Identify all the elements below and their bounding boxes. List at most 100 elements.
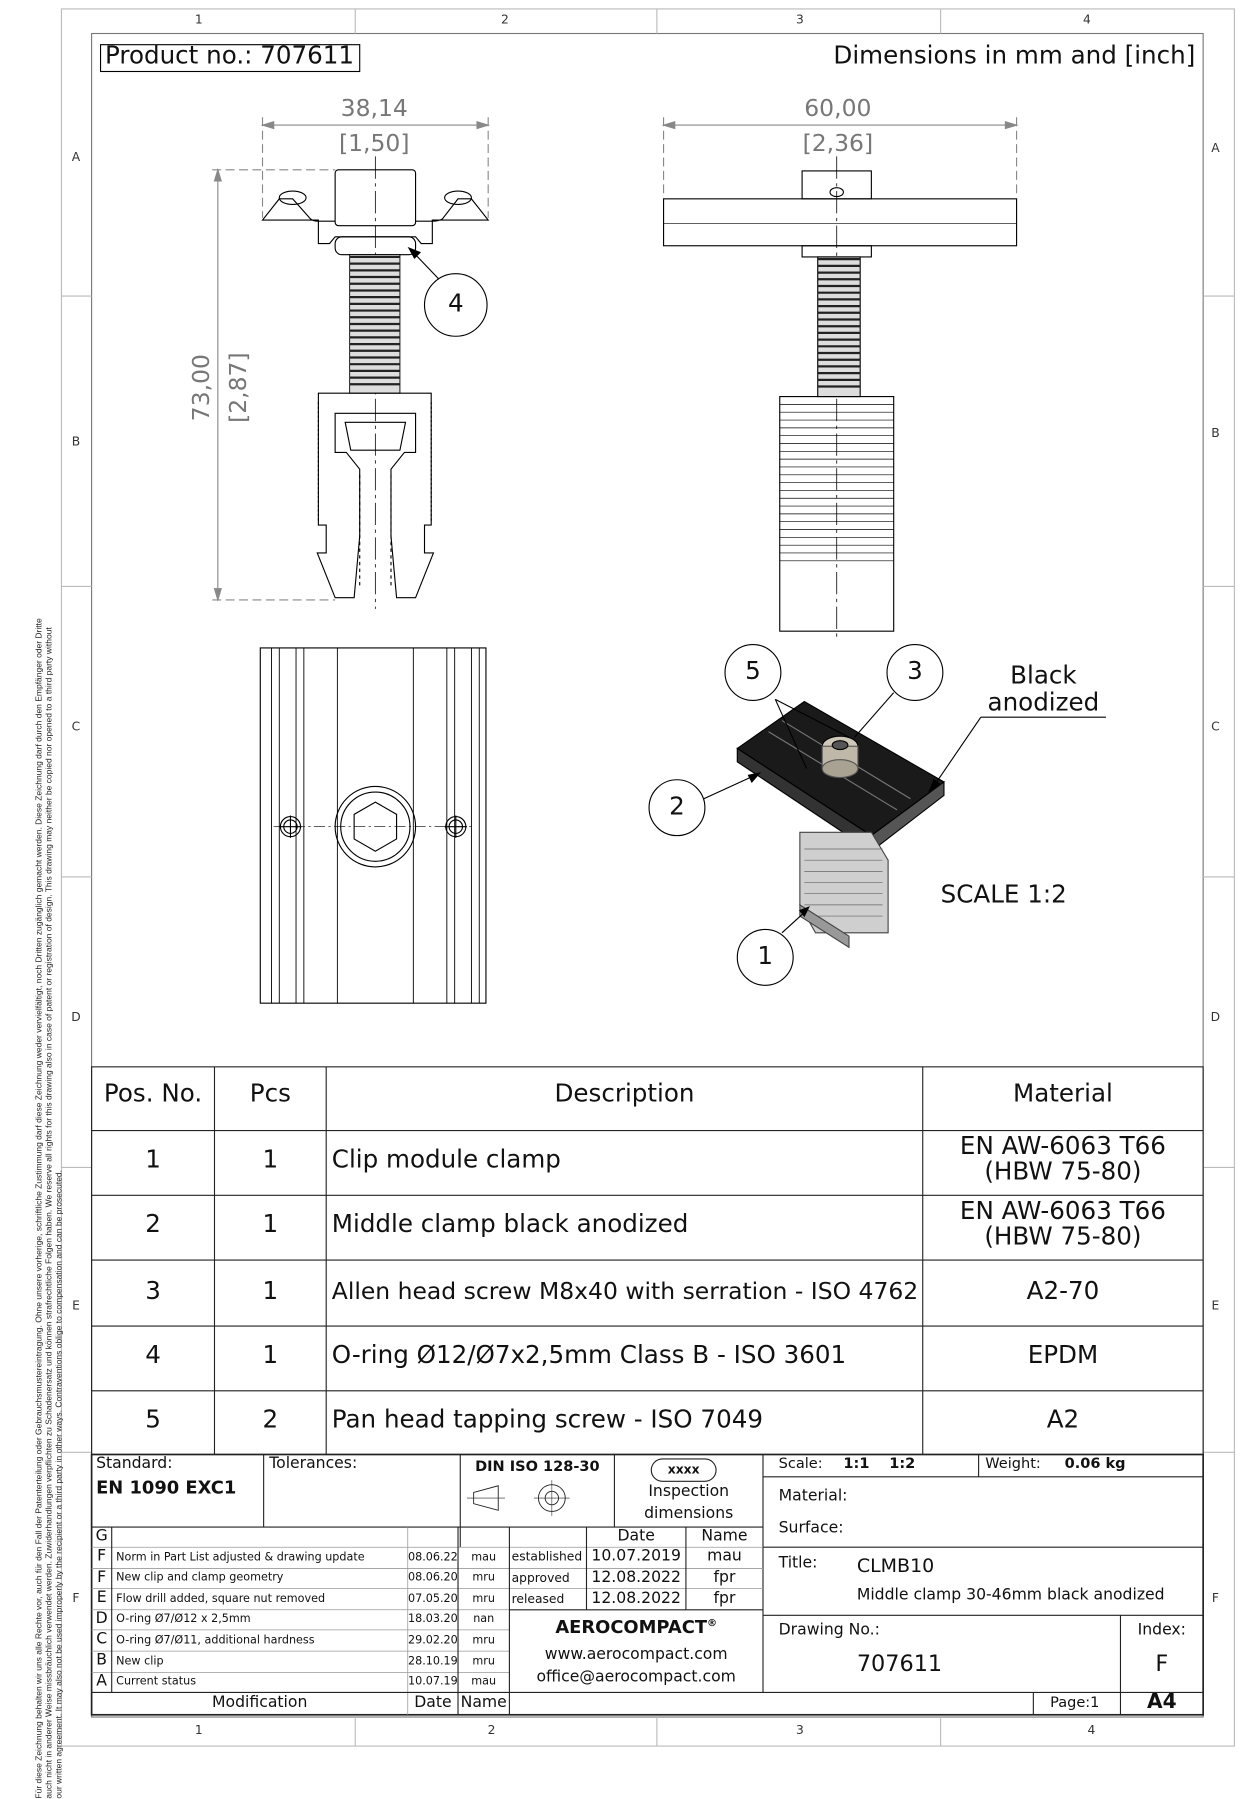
zone-row-f: F (1211, 1590, 1219, 1606)
product-number: Product no.: 707611 (105, 42, 355, 71)
header-material: Material (1013, 1080, 1113, 1109)
revision-date: 07.05.20 (408, 1593, 458, 1606)
title-label: Title: (778, 1553, 818, 1572)
drawing-canvas (60, 8, 1235, 1747)
zone-col-3: 3 (795, 1722, 804, 1738)
revision-text: O-ring Ø7/Ø12 x 2,5mm (116, 1613, 251, 1626)
revision-author: mau (471, 1551, 497, 1564)
revision-author: mru (472, 1655, 495, 1668)
dim-front-width: 38,14 (340, 94, 408, 122)
pcs-cell: 1 (262, 1341, 279, 1370)
sheet-format: A4 (1147, 1690, 1177, 1714)
product-no-box (99, 44, 361, 73)
revision-author: mru (472, 1593, 495, 1606)
zone-col-2: 2 (501, 12, 509, 27)
units-note: Dimensions in mm and [inch] (833, 42, 1196, 71)
balloon-3 (886, 644, 944, 701)
company-email[interactable]: office@aerocompact.com (536, 1667, 736, 1686)
revision-date: 08.06.22 (408, 1551, 458, 1564)
balloon-5 (724, 644, 782, 701)
din-standard: DIN ISO 128-30 (475, 1458, 600, 1476)
description-cell: O-ring Ø12/Ø7x2,5mm Class B - ISO 3601 (331, 1341, 847, 1370)
zone-col-1: 1 (194, 12, 203, 27)
description-cell: Allen head screw M8x40 with serration - … (331, 1277, 919, 1305)
zone-row-a: A (71, 149, 81, 165)
description-cell: Clip module clamp (331, 1146, 561, 1175)
company-logo-text: AEROCOMPACT (555, 1616, 708, 1638)
revision-date: 28.10.19 (408, 1655, 458, 1668)
pcs-cell: 1 (262, 1210, 279, 1239)
zone-row-e: E (72, 1298, 80, 1313)
title-block-grid (90, 1453, 1204, 1716)
revision-index: A (96, 1672, 107, 1691)
zone-col-2: 2 (487, 1722, 496, 1738)
inspection-label-2: dimensions (644, 1504, 734, 1523)
revision-date: 10.07.19 (408, 1675, 458, 1688)
pcs-cell: 2 (262, 1406, 279, 1435)
scale-value-2: 1:2 (889, 1455, 916, 1473)
revision-index: C (96, 1629, 108, 1648)
zone-col-3: 3 (795, 12, 804, 27)
zone-row-e: E (1211, 1298, 1220, 1313)
balloon-2-label: 2 (669, 793, 685, 822)
standard-label: Standard: (96, 1454, 173, 1473)
pos-cell: 1 (145, 1146, 161, 1175)
revision-index: E (96, 1588, 107, 1607)
balloon-4 (423, 273, 488, 337)
side-view (661, 117, 1019, 637)
revision-author: mru (472, 1571, 495, 1585)
approval-name: mau (707, 1547, 742, 1566)
thread (349, 254, 401, 394)
approval-date: 10.07.2019 (591, 1547, 681, 1566)
zone-col-4: 4 (1083, 12, 1091, 27)
dim-front-width-inch: [1,50] (338, 129, 410, 157)
material-cell: EPDM (1027, 1341, 1099, 1370)
description-cell: Pan head tapping screw - ISO 7049 (331, 1406, 763, 1435)
modification-name-header: Name (460, 1693, 507, 1712)
revision-text: Current status (116, 1675, 197, 1688)
company-name: AEROCOMPACT® (509, 1616, 763, 1637)
approval-label: established (511, 1549, 583, 1564)
drawing-no: 707611 (856, 1649, 943, 1677)
revision-text: O-ring Ø7/Ø11, additional hardness (116, 1634, 315, 1647)
revision-index: B (96, 1651, 108, 1669)
inspection-label: Inspection (648, 1482, 730, 1501)
legal-notice: Für diese Zeichnung behalten wir uns all… (33, 618, 64, 1799)
material-cell: A2 (1046, 1406, 1080, 1435)
header-pcs: Pcs (249, 1080, 291, 1109)
company-website[interactable]: www.aerocompact.com (544, 1645, 728, 1664)
header-description: Description (554, 1080, 695, 1109)
revision-author: mau (471, 1675, 497, 1688)
dim-height-inch: [2,87] (224, 352, 252, 423)
drawing-subtitle: Middle clamp 30-46mm black anodized (856, 1586, 1165, 1605)
zone-row-c: C (71, 719, 81, 734)
modification-header: Modification (212, 1693, 308, 1712)
approval-label: approved (511, 1570, 570, 1586)
scale-value-1: 1:1 (843, 1455, 870, 1473)
revision-text: New clip (116, 1655, 164, 1668)
zone-row-d: D (71, 1009, 81, 1025)
material-hardness: (HBW 75-80) (984, 1223, 1142, 1252)
revision-text: Flow drill added, square nut removed (116, 1593, 326, 1606)
pcs-cell: 1 (262, 1277, 279, 1306)
pos-cell: 4 (145, 1341, 161, 1370)
balloon-5-label: 5 (745, 657, 761, 686)
scale-note: SCALE 1:2 (940, 881, 1067, 910)
zone-col-4: 4 (1087, 1722, 1096, 1738)
index-label: Index: (1137, 1620, 1186, 1639)
pcs-cell: 1 (262, 1146, 279, 1175)
balloon-4-label: 4 (447, 290, 464, 319)
zone-dividers (61, 8, 1235, 1747)
header-pos: Pos. No. (103, 1080, 203, 1109)
weight-value: 0.06 kg (1064, 1455, 1126, 1473)
zone-row-d: D (1210, 1009, 1221, 1025)
pos-cell: 5 (145, 1406, 161, 1435)
description-cell: Middle clamp black anodized (331, 1210, 689, 1239)
technical-drawing-sheet: 1 2 3 4 1 2 3 4 A B C D E F A B C D E F … (34, 8, 1235, 1799)
revision-date: 08.06.20 (408, 1571, 458, 1585)
approval-date: 12.08.2022 (591, 1589, 681, 1608)
inspection-badge: xxxx (667, 1462, 700, 1477)
parts-table-grid (91, 1066, 1204, 1456)
front-view (212, 117, 491, 609)
dim-side-width-inch: [2,36] (802, 129, 874, 157)
